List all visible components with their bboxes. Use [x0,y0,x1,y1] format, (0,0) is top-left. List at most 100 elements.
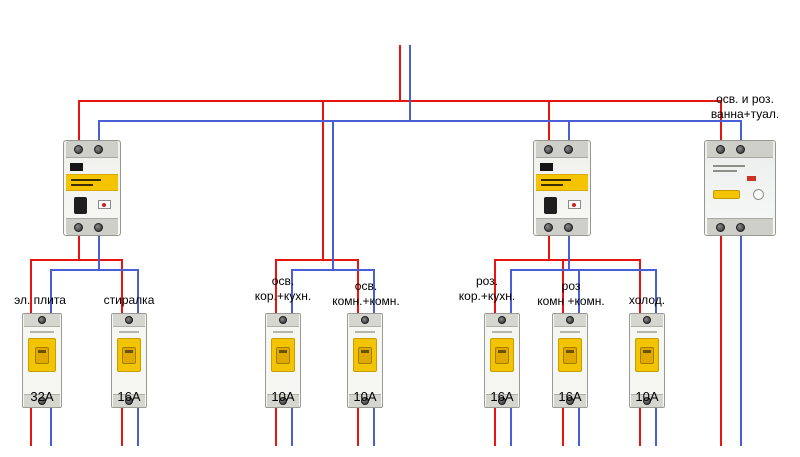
amp-label-sockets-rooms: 16А [558,389,582,404]
breaker-face [28,338,56,372]
terminal-screw-icon [643,316,651,324]
terminal-screw-icon [94,145,103,154]
phase-out-breaker-light-rooms [357,400,359,446]
trip-indicator-icon [747,176,756,181]
device-marking [637,331,657,333]
terminal-screw-icon [125,316,133,324]
toggle-lever-icon [35,347,49,364]
neutral-in-breaker-light-hall [291,269,293,320]
terminal-block-bottom [631,394,663,407]
terminal-screw-icon [125,397,133,405]
terminal-screw-icon [736,223,745,232]
phase-in-breaker-light-rooms [357,259,359,320]
terminal-screw-icon [564,223,573,232]
amp-label-fridge: 10А [635,389,659,404]
terminal-screw-icon [643,397,651,405]
amp-label-light-rooms: 10А [353,389,377,404]
breaker-washer [111,313,147,408]
neutral-branch-sockets [510,269,657,271]
device-marking [119,331,139,333]
breaker-fridge [629,313,665,408]
toggle-lever-icon [713,190,740,199]
neutral-out-rcd-left [98,228,100,271]
neutral-out-rcbo [740,228,742,446]
terminal-screw-icon [566,316,574,324]
terminal-block-bottom [66,218,118,235]
neutral-out-breaker-sockets-rooms [578,400,580,446]
phase-out-breaker-fridge [639,400,641,446]
phase-in-breaker-washer [121,259,123,320]
neutral-in-breaker-stove [50,269,52,320]
terminal-block-bottom [536,218,588,235]
terminal-screw-icon [361,316,369,324]
toggle-lever-icon [544,197,557,214]
phase-supply-wire [399,45,401,102]
amp-label-washer: 16А [117,389,141,404]
terminal-screw-icon [74,223,83,232]
terminal-screw-icon [564,145,573,154]
phase-out-breaker-sockets-rooms [562,400,564,446]
neutral-out-rcd-right [568,228,570,271]
indicator-window-icon [568,200,581,209]
terminal-screw-icon [74,145,83,154]
terminal-block-bottom [707,218,773,235]
neutral-out-breaker-light-rooms [373,400,375,446]
terminal-screw-icon [361,397,369,405]
terminal-screw-icon [498,316,506,324]
toggle-lever-icon [358,347,372,364]
device-marking [273,331,293,333]
phase-out-breaker-stove [30,400,32,446]
breaker-stove [22,313,62,408]
breaker-face [271,338,295,372]
device-marking [713,165,745,167]
phase-out-breaker-sockets-hall [494,400,496,446]
neutral-out-breaker-sockets-hall [510,400,512,446]
phase-in-breaker-fridge [639,259,641,320]
terminal-screw-icon [544,145,553,154]
terminal-screw-icon [94,223,103,232]
breaker-face [353,338,377,372]
circuit-label-fridge: холод. [628,293,666,307]
breaker-face [558,338,582,372]
terminal-screw-icon [736,145,745,154]
terminal-screw-icon [716,145,725,154]
terminal-block-top [536,141,588,158]
device-marking [560,331,580,333]
terminal-block-top [486,314,518,327]
terminal-screw-icon [38,316,46,324]
circuit-label-light-rooms: осв. комн.+комн. [332,279,400,308]
terminal-block-bottom [554,394,586,407]
phase-in-breaker-sockets-rooms [562,259,564,320]
terminal-screw-icon [716,223,725,232]
neutral-branch-lighting [291,269,375,271]
breaker-face [635,338,659,372]
breaker-face [117,338,141,372]
terminal-block-bottom [113,394,145,407]
rcbo-bath [704,140,776,236]
neutral-in-breaker-sockets-hall [510,269,512,320]
neutral-drop-rcd-left [98,120,100,155]
phase-drop-rcbo [720,100,722,155]
phase-branch-lighting [275,259,359,261]
toggle-lever-icon [122,347,136,364]
toggle-lever-icon [563,347,577,364]
terminal-screw-icon [279,316,287,324]
terminal-block-bottom [267,394,299,407]
phase-drop-rcd-right [548,100,550,155]
terminal-screw-icon [38,397,46,405]
phase-in-breaker-stove [30,259,32,320]
circuit-label-stove: эл. плита [14,293,66,307]
terminal-block-top [707,141,773,158]
indicator-window-icon [98,200,111,209]
neutral-in-breaker-light-rooms [373,269,375,320]
terminal-screw-icon [544,223,553,232]
device-marking [713,170,737,172]
breaker-face [490,338,514,372]
terminal-block-bottom [349,394,381,407]
rcd-left [63,140,121,236]
device-marking [492,331,512,333]
circuit-label-sockets-rooms: роз комн +комн. [537,279,605,308]
neutral-bus [98,120,742,122]
terminal-block-top [554,314,586,327]
phase-drop-lighting-group [322,100,324,261]
